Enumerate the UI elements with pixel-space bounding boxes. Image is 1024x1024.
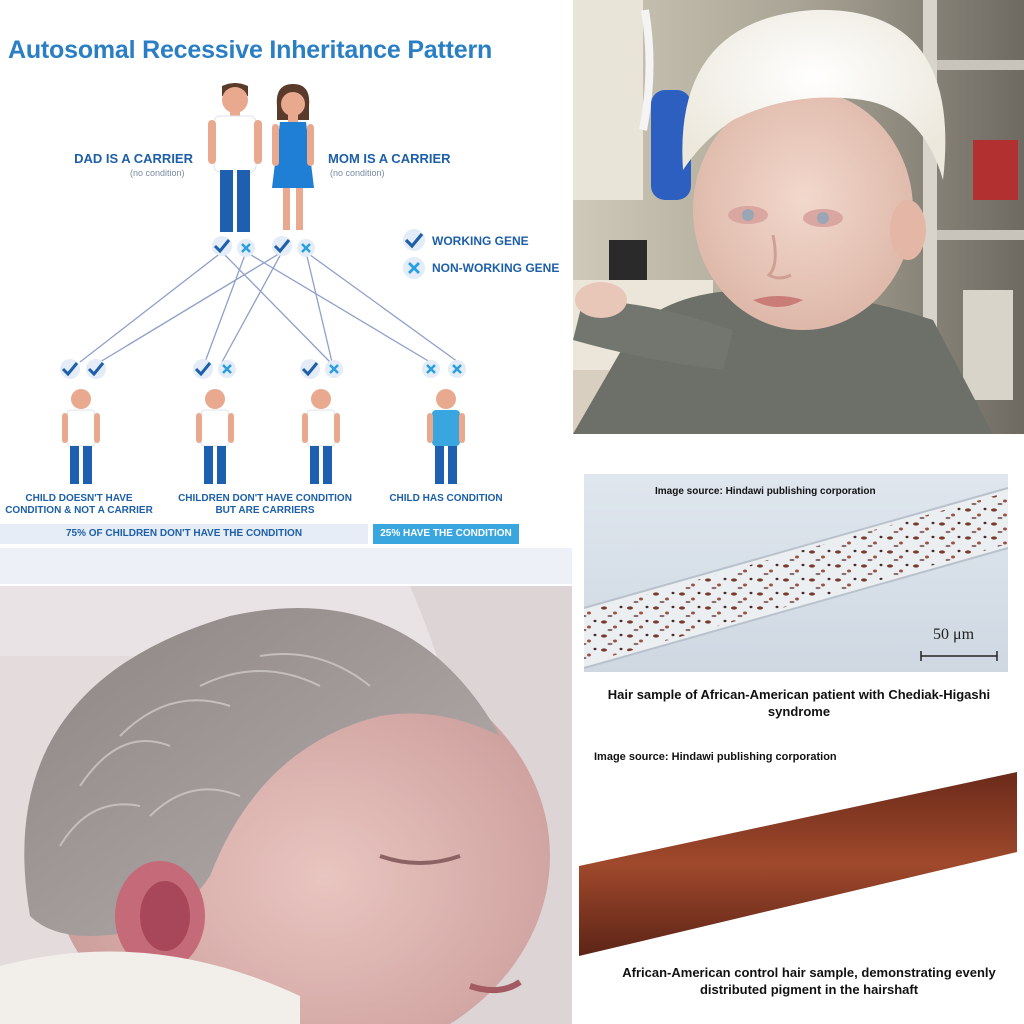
microscopy-panel: Image source: Hindawi publishing corpora… [573,436,1024,1024]
dad-figure [208,83,262,232]
child1-label: CHILD DOESN'T HAVE CONDITION & NOT A CAR… [5,493,153,516]
child4-figure [427,389,465,484]
diagram-canvas: Autosomal Recessive Inheritance Pattern [0,0,572,548]
percent-bar-unaffected: 75% OF CHILDREN DON'T HAVE THE CONDITION [0,524,368,544]
children-carriers-label: CHILDREN DON'T HAVE CONDITION BUT ARE CA… [178,493,352,516]
image-source-1: Image source: Hindawi publishing corpora… [655,486,876,497]
child1-figure [62,389,100,484]
caption-control-hair: African-American control hair sample, de… [622,965,996,997]
baby-photo-illustration [0,586,572,1024]
mom-genes [272,236,315,257]
cross-icon [403,257,425,279]
dad-sublabel: (no condition) [130,168,185,178]
child4-genes [422,360,466,378]
dad-label: DAD IS A CARRIER [74,151,193,166]
dad-genes [212,236,255,257]
photo-boy-white-hair [573,0,1024,434]
inheritance-lines [79,251,459,363]
control-hair-micrograph [579,772,1017,956]
inheritance-diagram: Autosomal Recessive Inheritance Pattern [0,0,572,584]
diagram-title: Autosomal Recessive Inheritance Pattern [8,36,493,64]
diagram-graphics [60,83,466,484]
child3-genes [300,359,343,379]
child1-genes [60,359,106,379]
caption-chs-hair: Hair sample of African-American patient … [607,687,991,719]
microscopy-graphics [579,474,1017,956]
mom-label: MOM IS A CARRIER [328,151,451,166]
image-source-2: Image source: Hindawi publishing corpora… [594,751,837,763]
mom-figure [272,84,314,230]
chs-hair-micrograph [583,474,1009,672]
scale-label: 50 μm [933,626,975,643]
percent-bar-affected: 25% HAVE THE CONDITION [373,524,519,544]
legend-non-working-gene: NON-WORKING GENE [432,261,560,275]
photo-newborn-silver-hair [0,586,572,1024]
child4-label: CHILD HAS CONDITION [389,493,503,504]
legend-working-gene: WORKING GENE [432,234,529,248]
child2-genes [193,359,236,379]
check-icon [403,229,425,251]
child3-figure [302,389,340,484]
boy-photo-illustration [573,0,1024,434]
child2-figure [196,389,234,484]
mom-sublabel: (no condition) [330,168,385,178]
